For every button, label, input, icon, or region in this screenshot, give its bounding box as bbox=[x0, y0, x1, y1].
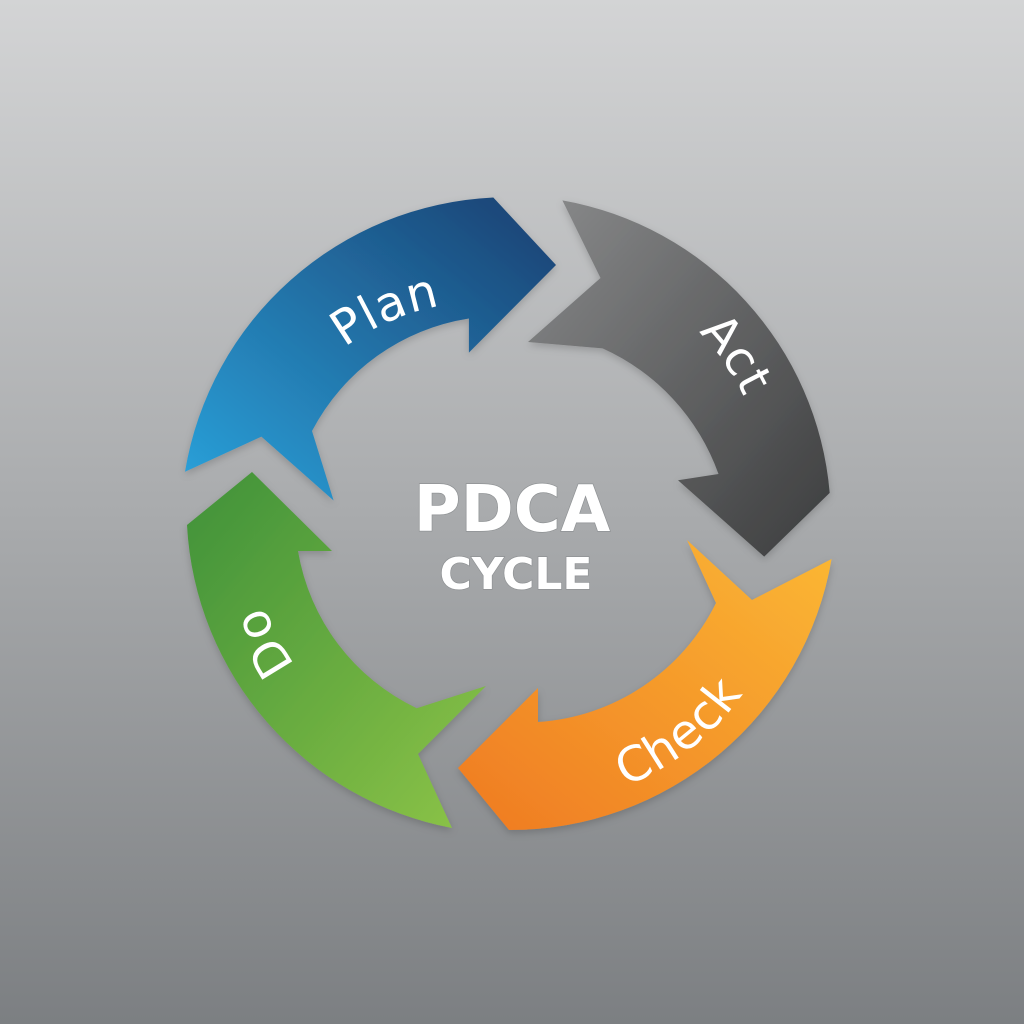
plan-arrow-shape bbox=[185, 197, 556, 501]
center-title-line1: PDCA bbox=[414, 473, 611, 547]
check-arrow-shape bbox=[458, 540, 832, 831]
do-arrow-shape bbox=[187, 472, 486, 828]
center-title-line2: CYCLE bbox=[440, 549, 593, 600]
plan-segment: Plan bbox=[185, 197, 556, 501]
do-segment: Do bbox=[187, 472, 486, 828]
act-arrow-shape bbox=[528, 200, 830, 557]
